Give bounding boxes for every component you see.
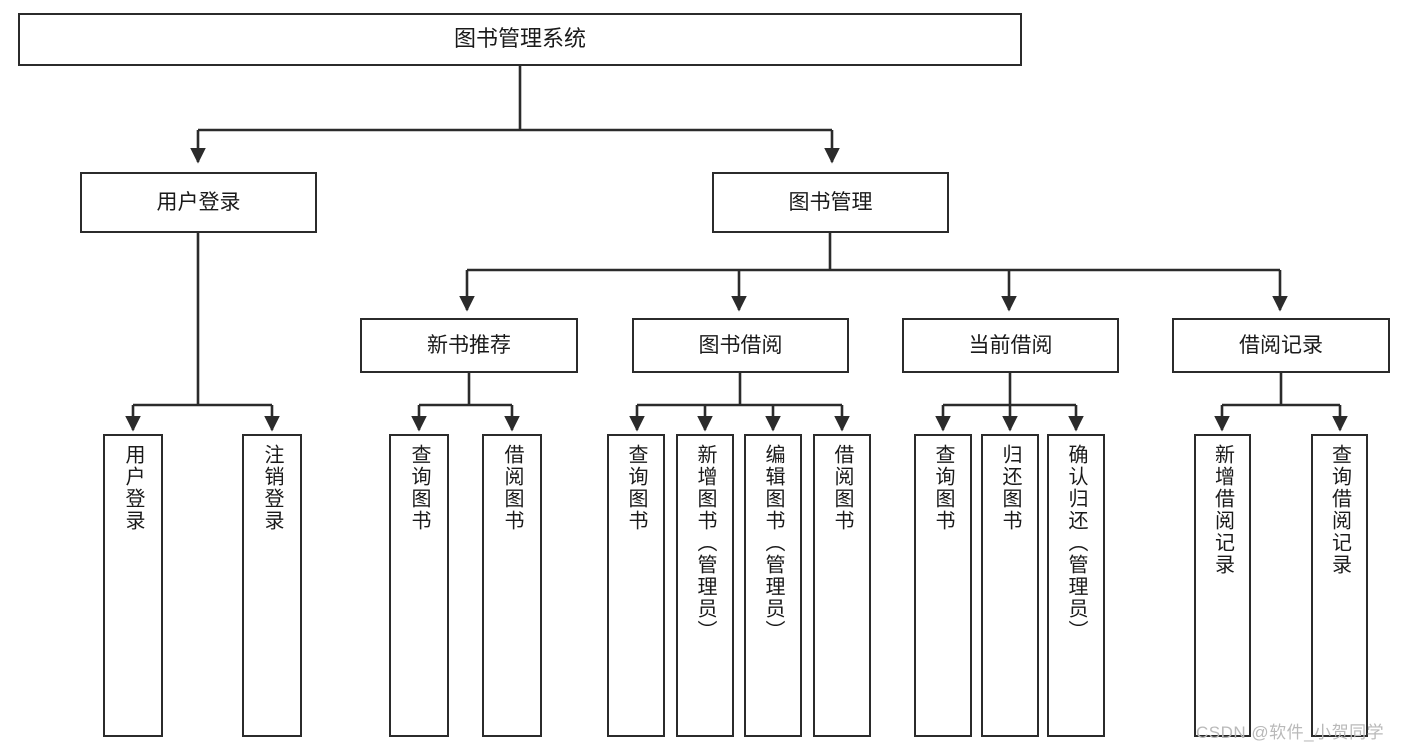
node-label: 借阅图书 bbox=[501, 444, 523, 532]
node-label: 注销登录 bbox=[261, 444, 283, 532]
leaf-query-borrow-record[interactable]: 查询借阅记录 bbox=[1311, 434, 1368, 737]
node-label: 查询图书 bbox=[625, 444, 647, 532]
node-label: 新增借阅记录 bbox=[1211, 444, 1234, 576]
node-label: 图书管理系统 bbox=[453, 26, 586, 52]
node-label: 确认归还（管理员） bbox=[1065, 444, 1087, 642]
node-label: 编辑图书（管理员） bbox=[762, 444, 784, 642]
node-label: 查询借阅记录 bbox=[1328, 444, 1351, 576]
node-label: 图书管理 bbox=[788, 190, 873, 214]
leaf-logout[interactable]: 注销登录 bbox=[242, 434, 302, 737]
node-label: 当前借阅 bbox=[968, 333, 1053, 357]
leaf-user-login[interactable]: 用户登录 bbox=[103, 434, 163, 737]
leaf-borrow-book-recommend[interactable]: 借阅图书 bbox=[482, 434, 542, 737]
node-label: 归还图书 bbox=[999, 444, 1021, 532]
leaf-add-book-admin[interactable]: 新增图书（管理员） bbox=[676, 434, 734, 737]
csdn-watermark: CSDN @软件_小贺同学 bbox=[1196, 723, 1385, 742]
node-label: 新书推荐 bbox=[427, 333, 511, 357]
node-book-management[interactable]: 图书管理 bbox=[712, 172, 949, 233]
node-borrow-records[interactable]: 借阅记录 bbox=[1172, 318, 1390, 373]
node-new-book-recommend[interactable]: 新书推荐 bbox=[360, 318, 578, 373]
leaf-add-borrow-record[interactable]: 新增借阅记录 bbox=[1194, 434, 1251, 737]
leaf-edit-book-admin[interactable]: 编辑图书（管理员） bbox=[744, 434, 802, 737]
node-label: 图书借阅 bbox=[698, 333, 783, 357]
node-root-system[interactable]: 图书管理系统 bbox=[18, 13, 1022, 66]
node-book-borrow[interactable]: 图书借阅 bbox=[632, 318, 849, 373]
node-current-borrow[interactable]: 当前借阅 bbox=[902, 318, 1119, 373]
node-label: 查询图书 bbox=[932, 444, 954, 532]
node-label: 新增图书（管理员） bbox=[694, 444, 716, 642]
leaf-query-book-recommend[interactable]: 查询图书 bbox=[389, 434, 449, 737]
leaf-query-book-borrow[interactable]: 查询图书 bbox=[607, 434, 665, 737]
leaf-confirm-return-admin[interactable]: 确认归还（管理员） bbox=[1047, 434, 1105, 737]
node-user-login[interactable]: 用户登录 bbox=[80, 172, 317, 233]
leaf-borrow-book[interactable]: 借阅图书 bbox=[813, 434, 871, 737]
leaf-query-book-current[interactable]: 查询图书 bbox=[914, 434, 972, 737]
node-label: 查询图书 bbox=[408, 444, 430, 532]
node-label: 用户登录 bbox=[122, 444, 144, 532]
leaf-return-book[interactable]: 归还图书 bbox=[981, 434, 1039, 737]
node-label: 用户登录 bbox=[156, 190, 241, 214]
node-label: 借阅记录 bbox=[1239, 333, 1323, 357]
node-label: 借阅图书 bbox=[831, 444, 853, 532]
